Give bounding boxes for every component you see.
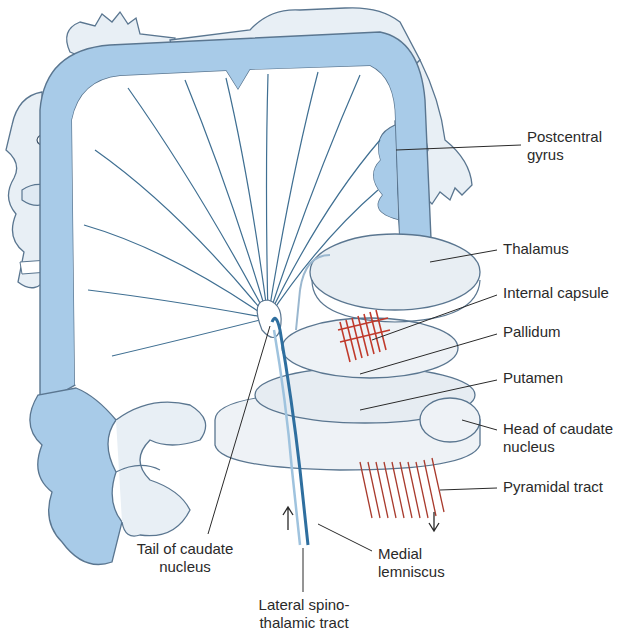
structure-label: Internal capsule — [503, 284, 633, 302]
structure-label: Pallidum — [503, 323, 623, 341]
leader-line — [360, 380, 497, 410]
structure-label: Pyramidal tract — [503, 478, 633, 496]
fibre — [268, 72, 318, 318]
temporal-lobe — [30, 388, 122, 565]
structure-label: Tail of caudate nucleus — [126, 540, 244, 576]
thalamus — [310, 234, 480, 310]
leader-lines — [208, 145, 521, 592]
fibre — [128, 88, 268, 318]
ascending-arrow — [283, 507, 293, 530]
structure-label: Lateral spino- thalamic tract — [246, 596, 362, 632]
leader-line — [396, 145, 521, 150]
cortex — [40, 32, 432, 405]
fibre — [226, 78, 268, 318]
leader-line — [303, 548, 304, 592]
white-matter — [72, 66, 400, 385]
leader-line — [360, 334, 497, 374]
medial-lemniscus-tract — [272, 318, 308, 545]
caudate-tail-arc — [296, 255, 330, 330]
spinothalamic-tract — [274, 330, 300, 545]
leader-line — [462, 420, 497, 430]
caudate-head — [420, 398, 480, 442]
sulcus — [116, 465, 160, 472]
leader-line — [430, 250, 497, 262]
leader-line — [440, 488, 497, 490]
leader-line — [372, 295, 497, 340]
pyramidal-tract-fibres — [360, 458, 444, 518]
fibre — [84, 225, 268, 318]
fibre — [432, 458, 444, 512]
structure-label: Postcentral gyrus — [527, 128, 627, 164]
fibre — [338, 318, 388, 330]
fibre — [88, 290, 268, 318]
structure-label: Head of caudate nucleus — [503, 420, 631, 456]
structure-label: Thalamus — [503, 240, 623, 258]
pallidum — [282, 318, 458, 378]
fibre — [185, 80, 268, 318]
leader-line — [318, 524, 372, 551]
leader-line — [208, 326, 270, 534]
structure-label: Medial lemniscus — [378, 545, 460, 581]
temporal-gyri — [116, 402, 206, 536]
fibre — [112, 318, 268, 356]
thalamus-rim — [312, 280, 480, 322]
fibre — [376, 310, 386, 350]
thalamocortical-fibres — [84, 72, 380, 356]
fibre — [267, 74, 269, 318]
structure-label: Putamen — [503, 369, 623, 387]
descending-arrow — [429, 512, 439, 531]
